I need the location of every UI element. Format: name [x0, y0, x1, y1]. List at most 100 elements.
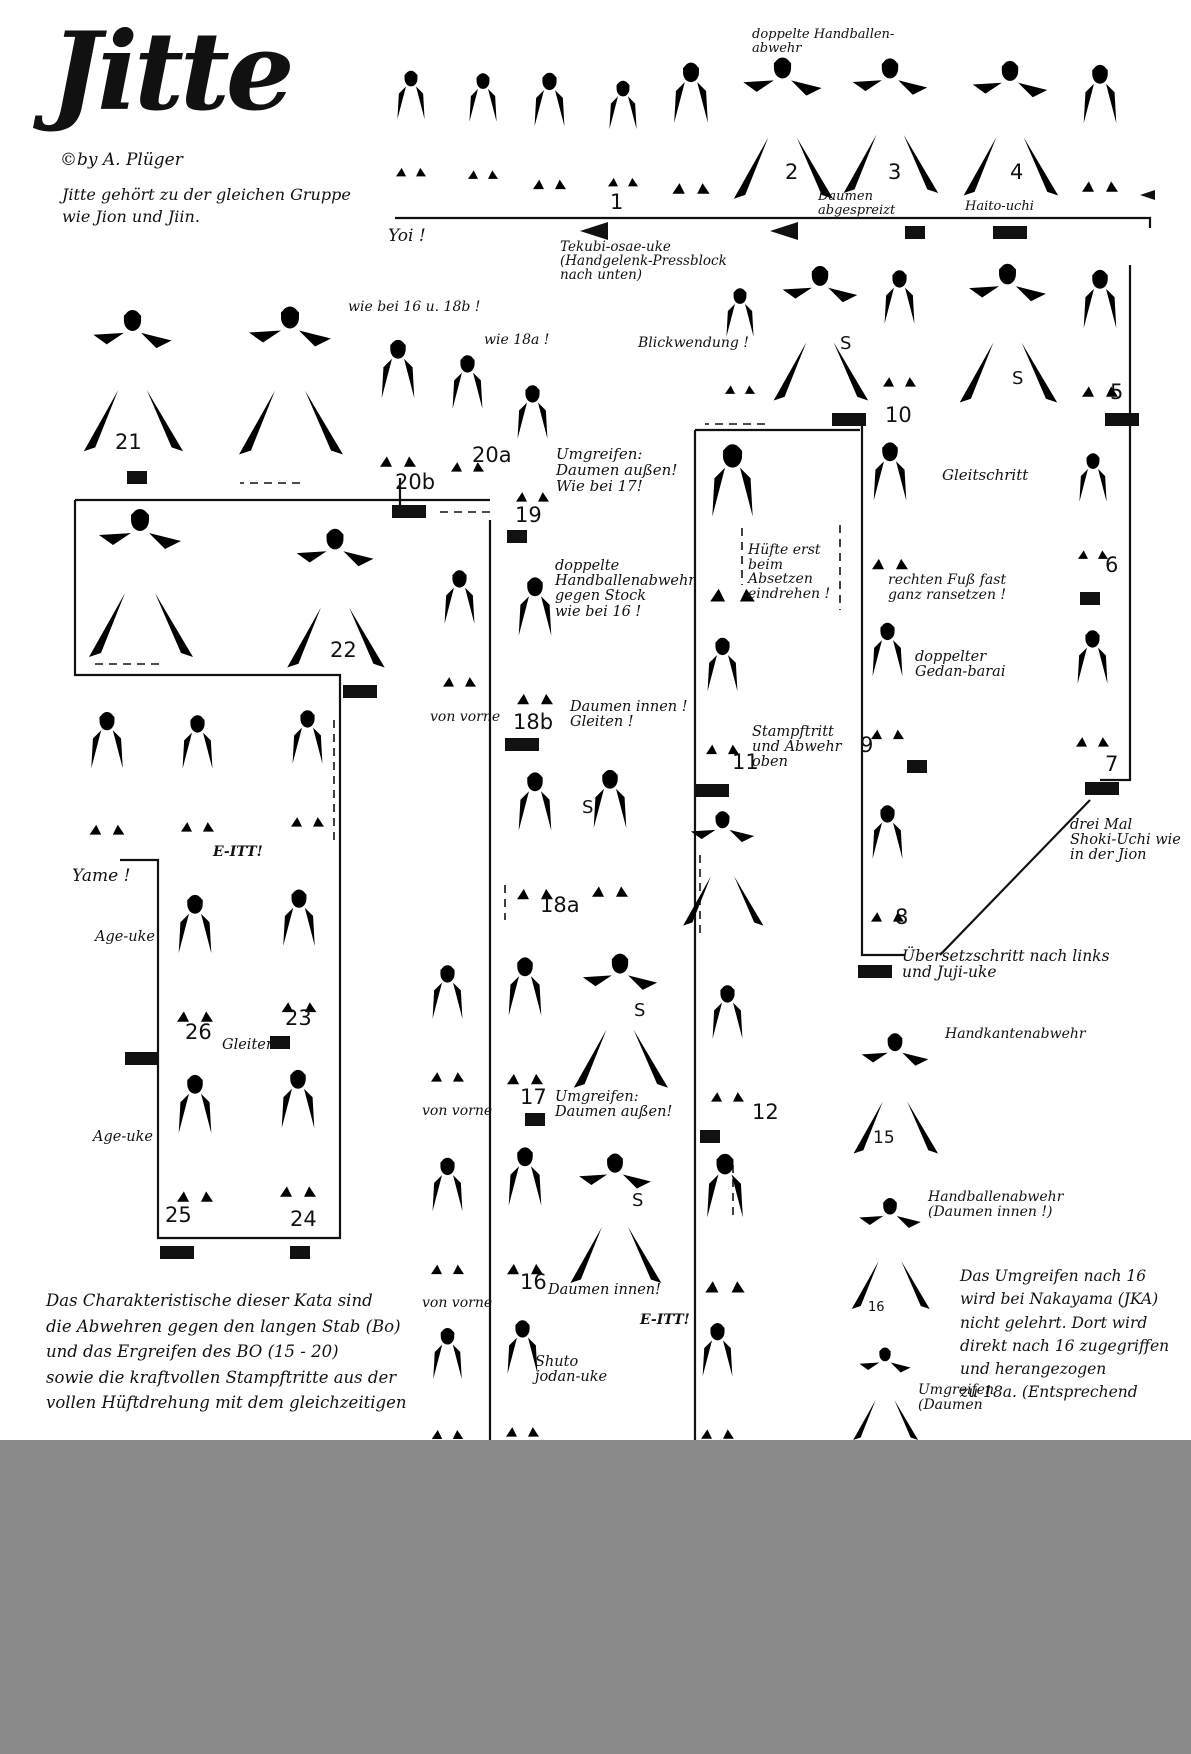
position-marker: [907, 760, 927, 773]
figure-yame-2: [170, 695, 225, 855]
step-number: 15: [873, 1128, 895, 1148]
label-gleiten: Gleiten!: [222, 1037, 282, 1053]
figure-yoi-3: [522, 50, 577, 215]
figure-step-16b: [560, 1150, 670, 1290]
step-number: 24: [290, 1207, 317, 1231]
label-handballen: Handballenabwehr (Daumen innen !): [928, 1189, 1064, 1220]
label-eitt-2: E-ITT!: [640, 1312, 690, 1328]
step-number: 11: [732, 750, 759, 774]
label-gedan: doppelter Gedan-barai: [915, 649, 1006, 681]
step-number: 3: [888, 160, 902, 184]
position-marker: [993, 226, 1027, 239]
figure-step-18a-b: [580, 760, 640, 910]
figure-step-4b: [1070, 55, 1130, 205]
figure-step-3: [840, 45, 940, 210]
position-marker: [695, 784, 729, 797]
figure-step-16: [495, 1135, 555, 1290]
step-number: 16: [868, 1300, 885, 1315]
position-marker: [1105, 413, 1139, 426]
step-number: 10: [885, 403, 912, 427]
label-umgreifen-bottom: Umgreifen (Daumen: [918, 1382, 994, 1413]
label-umgreifen-17: Umgreifen: Daumen außen!: [555, 1089, 673, 1121]
figure-step-22b: [280, 690, 335, 850]
step-number: 8: [895, 905, 909, 929]
step-number: 18a: [540, 893, 580, 917]
label-age-uke-2: Age-uke: [93, 1129, 153, 1145]
step-number: 20b: [395, 470, 436, 494]
label-uebersetz: Übersetzschritt nach links und Juji-uke: [902, 947, 1110, 982]
figure-step-5a: [955, 260, 1060, 410]
figure-step-25: [165, 1060, 225, 1220]
position-marker: [525, 1113, 545, 1126]
stance-marker: S: [582, 797, 594, 818]
figure-step-1: [598, 60, 648, 210]
figure-step-20b: [368, 320, 428, 490]
step-number: 17: [520, 1085, 547, 1109]
kata-title: Jitte: [50, 9, 295, 135]
position-marker: [507, 530, 527, 543]
step-number: 9: [860, 733, 874, 757]
label-thumb-in-18b: Daumen innen ! Gleiten !: [570, 699, 688, 731]
figure-step-17: [495, 945, 555, 1100]
stance-marker: S: [632, 1190, 644, 1211]
figure-step-1b: [660, 50, 722, 210]
label-von-vorne-2: von vorne: [422, 1103, 493, 1119]
movement-path-lines: [73, 190, 1155, 1440]
figure-step-10b: [872, 245, 927, 415]
label-rechter-fuss: rechten Fuß fast ganz ransetzen !: [888, 572, 1007, 603]
figure-step-26: [165, 880, 225, 1040]
figure-step-12: [700, 965, 755, 1125]
position-marker: [125, 1052, 159, 1065]
position-marker: [127, 471, 147, 484]
figure-step-7: [1065, 610, 1120, 770]
figure-yoi-1: [386, 40, 436, 210]
label-stampf: Stampftritt und Abwehr oben: [752, 724, 842, 771]
label-wie16: wie bei 16 u. 18b !: [348, 299, 481, 315]
label-yoi: Yoi !: [388, 226, 426, 246]
figure-step-24: [268, 1050, 328, 1220]
figure-step-22a: [85, 505, 195, 665]
position-marker: [832, 413, 866, 426]
step-number: 25: [165, 1203, 192, 1227]
step-number: 6: [1105, 553, 1119, 577]
figure-step-gleit: [860, 430, 920, 585]
figure-bottom-3: [690, 1320, 745, 1445]
figure-yame-1: [78, 695, 136, 855]
author-credit: ©by A. Plüger: [60, 150, 183, 170]
label-von-vorne-3: von vorne: [422, 1295, 493, 1311]
position-marker: [1085, 782, 1119, 795]
figure-step-19: [505, 365, 560, 525]
step-number: 7: [1105, 752, 1119, 776]
position-marker: [392, 505, 426, 518]
label-gleitschritt: Gleitschritt: [942, 466, 1029, 484]
figure-step-4: [960, 50, 1060, 210]
figure-von-vorne-2: [420, 950, 475, 1100]
label-blick: Blickwendung !: [638, 335, 749, 351]
figure-step-20a: [440, 335, 495, 495]
step-number: 18b: [513, 710, 554, 734]
figure-step-21b: [235, 300, 345, 465]
step-number: 16: [520, 1270, 547, 1294]
position-marker: [700, 1130, 720, 1143]
label-age-uke-1: Age-uke: [95, 929, 155, 945]
label-tekubi: Tekubi-osae-uke (Handgelenk-Pressblock n…: [560, 239, 727, 284]
label-shuto: Shuto jodan-uke: [535, 1354, 608, 1386]
label-yame: Yame !: [72, 866, 131, 886]
label-handkante: Handkantenabwehr: [945, 1026, 1086, 1042]
intro-text: Jitte gehört zu der gleichen Gruppe wie …: [62, 185, 351, 226]
stance-marker: S: [1012, 368, 1024, 389]
scan-gray-area: [0, 1440, 1191, 1754]
label-wie18a: wie 18a !: [484, 332, 550, 348]
figure-yoi-2: [458, 45, 508, 210]
step-number: 4: [1010, 160, 1024, 184]
label-huefte: Hüfte erst beim Absetzen eindrehen !: [748, 542, 831, 603]
label-double-palm-top: doppelte Handballen- abwehr: [752, 27, 895, 56]
position-marker: [1080, 592, 1100, 605]
figure-step-17b: [565, 950, 675, 1095]
label-daumen-16: Daumen innen!: [548, 1282, 661, 1298]
step-number: 5: [1110, 380, 1124, 404]
label-double-palm-18b: doppelte Handballenabwehr gegen Stock wi…: [555, 558, 696, 620]
position-marker: [505, 738, 539, 751]
step-number: 19: [515, 503, 542, 527]
